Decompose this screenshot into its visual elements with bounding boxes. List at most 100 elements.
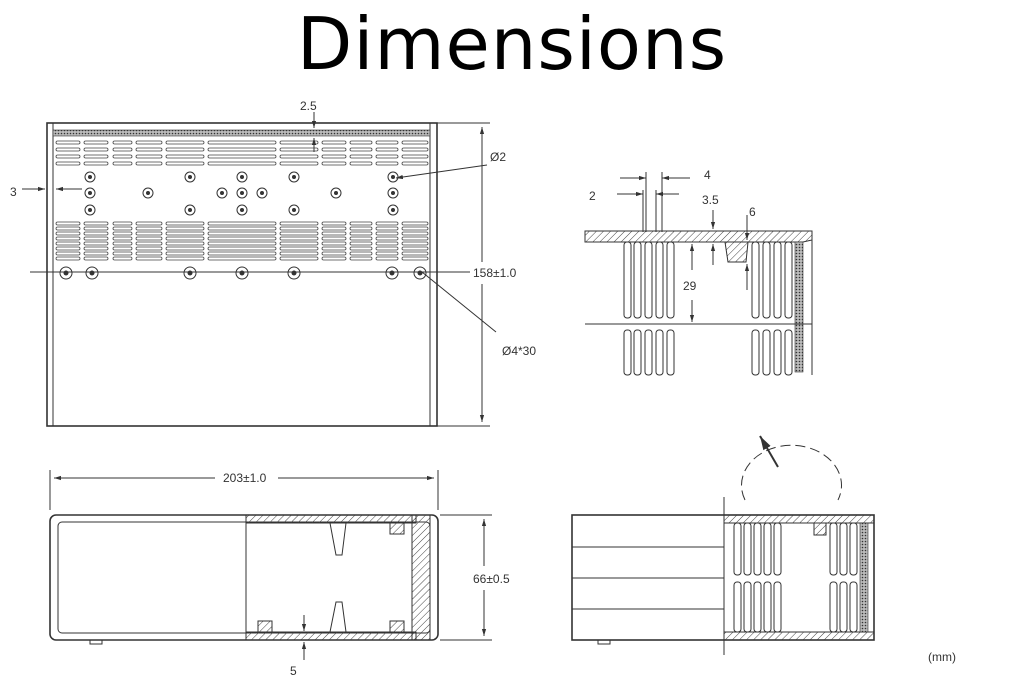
vent-slot <box>112 147 133 152</box>
vent-slot <box>207 256 277 261</box>
hole-center <box>240 191 244 195</box>
fin <box>773 581 782 633</box>
vent-slot <box>83 236 109 241</box>
fin <box>623 241 632 319</box>
fin <box>633 329 642 376</box>
vent-slot <box>207 221 277 226</box>
vent-slot <box>349 231 373 236</box>
vent-slot <box>165 236 205 241</box>
fin <box>655 241 664 319</box>
vent-slot <box>349 226 373 231</box>
vent-slot <box>112 236 133 241</box>
vent-slot <box>401 251 429 256</box>
hole-center <box>188 208 192 212</box>
vent-slot <box>55 231 81 236</box>
vent-slot <box>165 246 205 251</box>
end-view <box>571 435 875 655</box>
screw-hole-center <box>389 270 395 276</box>
vent-slot <box>112 251 133 256</box>
vent-slot <box>279 236 319 241</box>
vent-slot <box>83 226 109 231</box>
vent-slot <box>55 236 81 241</box>
vent-slot <box>375 241 399 246</box>
vent-slot <box>165 221 205 226</box>
vent-slot <box>321 256 347 261</box>
vent-slot <box>375 221 399 226</box>
label-top-thickness: 3.5 <box>702 193 719 207</box>
side-view <box>49 470 492 660</box>
vent-slot <box>401 236 429 241</box>
vent-slot <box>321 140 347 145</box>
vent-slot <box>55 251 81 256</box>
vent-slot <box>401 241 429 246</box>
vent-slot <box>349 154 373 159</box>
vent-slot <box>55 246 81 251</box>
vent-slot <box>375 161 399 166</box>
hole-center <box>88 175 92 179</box>
vent-slot <box>207 251 277 256</box>
vent-slot <box>401 154 429 159</box>
vent-slot <box>279 251 319 256</box>
vent-slot <box>375 256 399 261</box>
fin <box>829 522 838 576</box>
vent-slot <box>165 161 205 166</box>
vent-slot <box>135 154 163 159</box>
vent-slot <box>207 147 277 152</box>
vent-slot <box>401 256 429 261</box>
fin <box>773 241 782 319</box>
vent-slot <box>375 246 399 251</box>
fin <box>829 581 838 633</box>
vent-slot <box>401 231 429 236</box>
fin <box>763 522 772 576</box>
fin <box>753 581 762 633</box>
vent-slot <box>135 226 163 231</box>
vent-slot <box>375 236 399 241</box>
fin <box>751 241 760 319</box>
vent-slot <box>279 241 319 246</box>
fin <box>751 329 760 376</box>
label-height: 158±1.0 <box>473 266 517 280</box>
fin <box>773 522 782 576</box>
vent-slot <box>135 236 163 241</box>
fin <box>743 581 752 633</box>
vent-slot <box>112 154 133 159</box>
vent-slot <box>165 140 205 145</box>
vent-slot <box>135 221 163 226</box>
fin <box>784 329 793 376</box>
fin <box>743 522 752 576</box>
vent-slot <box>375 226 399 231</box>
vent-slots <box>55 140 429 261</box>
vent-slot <box>83 147 109 152</box>
vent-slot <box>165 256 205 261</box>
screw-hole-center <box>63 270 69 276</box>
vent-slot <box>83 161 109 166</box>
vent-slot <box>112 226 133 231</box>
vent-slot <box>55 154 81 159</box>
vent-slot <box>83 154 109 159</box>
vent-slot <box>349 241 373 246</box>
fin <box>644 329 653 376</box>
vent-slot <box>401 140 429 145</box>
vent-slot <box>321 251 347 256</box>
vent-slot <box>165 154 205 159</box>
hole-center <box>260 191 264 195</box>
vent-slot <box>112 140 133 145</box>
vent-slot <box>401 221 429 226</box>
label-rib: 6 <box>749 205 756 219</box>
page-title: Dimensions <box>296 2 728 86</box>
fin <box>784 241 793 319</box>
screw-hole-center <box>187 270 193 276</box>
vent-slot <box>83 140 109 145</box>
vent-slot <box>112 256 133 261</box>
fin <box>623 329 632 376</box>
fin <box>839 581 848 633</box>
fin <box>733 581 742 633</box>
vent-slot <box>375 154 399 159</box>
vent-slot <box>135 241 163 246</box>
vent-slot <box>135 147 163 152</box>
vent-slot <box>55 241 81 246</box>
vent-slot <box>83 246 109 251</box>
top-view <box>22 112 497 427</box>
vent-slot <box>321 231 347 236</box>
